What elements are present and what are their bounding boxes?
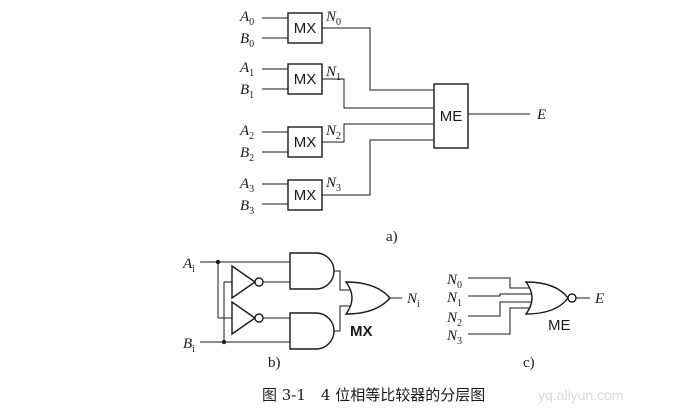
nor-gate-bubble xyxy=(567,293,577,303)
junction-bi xyxy=(221,339,227,345)
me-box xyxy=(433,83,469,149)
input-b1-label: B1 xyxy=(240,82,254,101)
input-b0-label: B0 xyxy=(240,31,254,50)
input-b2-label: B2 xyxy=(240,145,254,164)
wire-n0-route xyxy=(322,27,434,91)
output-n1-label: N1 xyxy=(325,64,341,83)
inverter-top-icon xyxy=(231,264,257,300)
wire-and-bottom-out xyxy=(334,305,352,332)
part-a: A0 B0 MX N0 A1 B1 MX N1 A2 B2 MX N2 xyxy=(239,9,546,245)
mx-label-1: MX xyxy=(294,71,317,88)
input-a3-label: A3 xyxy=(239,176,254,195)
mx-gate-label: MX xyxy=(350,323,373,340)
input-n0-label: N0 xyxy=(446,272,462,291)
output-n3-label: N3 xyxy=(325,175,341,194)
input-bi-label: Bi xyxy=(183,336,195,355)
wire-n0-in xyxy=(468,277,532,289)
junction-ai xyxy=(215,259,221,265)
output-ni-label: Ni xyxy=(406,291,420,310)
part-c: N0 N1 N2 N3 E ME c) xyxy=(446,272,604,371)
me-gate-label: ME xyxy=(548,317,571,334)
output-e-label: E xyxy=(536,107,546,123)
or-gate-icon xyxy=(344,281,391,315)
wire-n3-route xyxy=(322,139,434,196)
output-n0-label: N0 xyxy=(325,9,341,28)
sublabel-b: b) xyxy=(268,355,281,371)
input-n2-label: N2 xyxy=(446,310,462,329)
inverter-bottom-icon xyxy=(231,300,257,336)
input-a0-label: A0 xyxy=(239,9,254,28)
watermark: yq.aliyun.com xyxy=(538,387,624,403)
wire-n1-route xyxy=(322,78,434,109)
mx-block-1: A1 B1 MX N1 xyxy=(239,60,341,101)
mx-box-1 xyxy=(287,63,323,95)
sublabel-a: a) xyxy=(386,229,398,245)
me-label: ME xyxy=(440,108,463,125)
mx-label-2: MX xyxy=(294,134,317,151)
input-a2-label: A2 xyxy=(239,123,254,142)
wire-n3-in xyxy=(468,307,532,335)
nor-gate-icon xyxy=(524,281,569,315)
input-n1-label: N1 xyxy=(446,290,462,309)
mx-label-3: MX xyxy=(294,187,317,204)
and-gate-top-icon xyxy=(289,252,335,290)
wire-n2-route xyxy=(322,123,434,143)
wire-n2-in xyxy=(468,301,534,317)
mx-block-0: A0 B0 MX N0 xyxy=(239,9,341,50)
output-n2-label: N2 xyxy=(325,123,341,142)
input-b3-label: B3 xyxy=(240,198,254,217)
and-gate-bottom-icon xyxy=(289,312,335,350)
input-a1-label: A1 xyxy=(239,60,254,79)
mx-label-0: MX xyxy=(294,20,317,37)
inverter-top-bubble xyxy=(254,277,264,287)
wire-and-top-out xyxy=(334,270,352,291)
inverter-bottom-bubble xyxy=(254,313,264,323)
input-n3-label: N3 xyxy=(446,328,462,347)
part-b: Ai Bi Ni MX b) xyxy=(182,252,420,371)
mx-block-2: A2 B2 MX N2 xyxy=(239,123,341,164)
input-ai-label: Ai xyxy=(182,256,195,275)
wire-n1-in xyxy=(468,293,534,297)
mx-block-3: A3 B3 MX N3 xyxy=(239,175,341,217)
sublabel-c: c) xyxy=(523,355,535,371)
output-e-label-c: E xyxy=(594,291,604,307)
figure-caption: 图 3-1 4 位相等比较器的分层图 xyxy=(262,386,485,404)
